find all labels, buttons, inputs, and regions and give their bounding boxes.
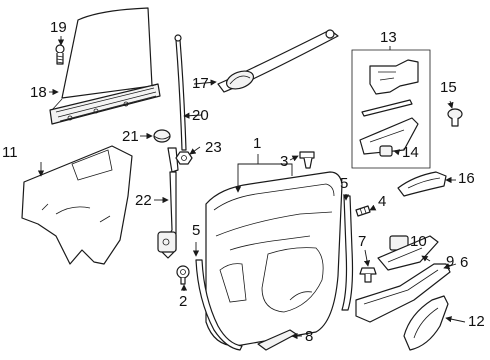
callout-5-right[interactable]: 5 xyxy=(340,175,349,192)
nut-part[interactable] xyxy=(175,151,193,165)
leader-lines xyxy=(37,36,466,340)
glass-bolt-part[interactable] xyxy=(55,44,65,65)
water-shield-part[interactable] xyxy=(21,145,133,265)
weatherstrip-left-part[interactable] xyxy=(195,259,243,351)
window-glass-part[interactable] xyxy=(49,7,161,125)
window-regulator-part[interactable] xyxy=(217,29,339,93)
bezel-screw-part[interactable] xyxy=(359,267,377,283)
callout-8[interactable]: 8 xyxy=(305,328,314,345)
door-trim-panel-part[interactable] xyxy=(205,171,343,347)
callout-2[interactable]: 2 xyxy=(179,293,188,310)
lower-bolt-part[interactable] xyxy=(176,265,190,285)
run-channel-part[interactable] xyxy=(174,34,187,151)
cap-part[interactable] xyxy=(153,129,171,143)
callout-11[interactable]: 11 xyxy=(2,144,18,161)
latch-rod-part[interactable] xyxy=(157,147,179,259)
handle-cable-part[interactable] xyxy=(379,145,393,157)
callout-22[interactable]: 22 xyxy=(135,192,152,209)
callout-16[interactable]: 16 xyxy=(458,170,475,187)
callout-7[interactable]: 7 xyxy=(358,233,367,250)
lock-assembly-group[interactable] xyxy=(351,49,431,169)
trim-clip-part[interactable] xyxy=(299,151,315,169)
callout-17[interactable]: 17 xyxy=(192,75,209,92)
callout-19[interactable]: 19 xyxy=(50,19,67,36)
callout-13[interactable]: 13 xyxy=(380,29,397,46)
callout-21[interactable]: 21 xyxy=(122,128,139,145)
callout-23[interactable]: 23 xyxy=(205,139,222,156)
speaker-grille-part[interactable] xyxy=(403,295,449,351)
callout-6[interactable]: 6 xyxy=(460,254,469,271)
trim-screw-part[interactable] xyxy=(355,205,371,217)
callout-12[interactable]: 12 xyxy=(468,313,485,330)
side-screw-part[interactable] xyxy=(447,108,463,127)
callout-3[interactable]: 3 xyxy=(280,153,289,170)
weatherstrip-right-part[interactable] xyxy=(341,195,354,311)
callout-14[interactable]: 14 xyxy=(402,144,419,161)
callout-9[interactable]: 9 xyxy=(446,253,455,270)
callout-20[interactable]: 20 xyxy=(192,107,209,124)
callout-5-left[interactable]: 5 xyxy=(192,222,201,239)
armrest-part[interactable] xyxy=(355,263,451,323)
callout-1[interactable]: 1 xyxy=(253,135,262,152)
switch-bezel-part[interactable] xyxy=(377,235,439,271)
callout-4[interactable]: 4 xyxy=(378,193,387,210)
callout-10[interactable]: 10 xyxy=(410,233,427,250)
callout-15[interactable]: 15 xyxy=(440,79,457,96)
callout-18[interactable]: 18 xyxy=(30,84,47,101)
handle-bezel-part[interactable] xyxy=(397,171,447,197)
